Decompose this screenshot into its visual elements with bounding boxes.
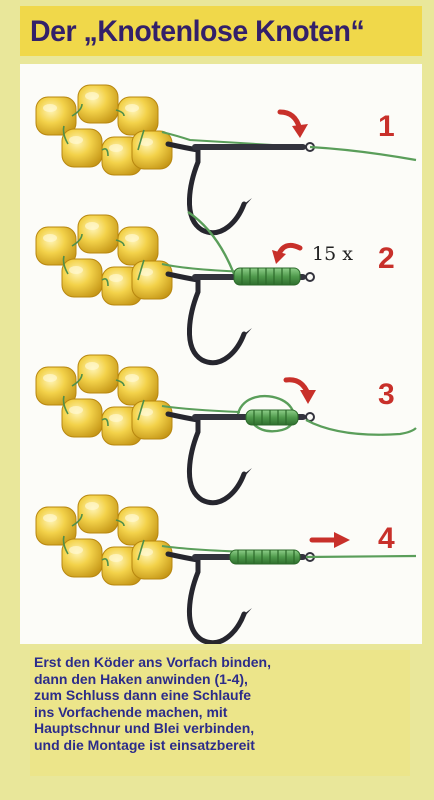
title: Der „Knotenlose Knoten“ [30,10,401,54]
bait-cluster [36,495,172,585]
hook [168,413,314,503]
caption-line: zum Schluss dann eine Schlaufe [34,687,410,704]
line-wraps [230,550,300,564]
hook [168,143,314,233]
step-1: 1 [36,85,416,233]
step-number: 2 [378,242,395,275]
arrowhead-icon [300,390,316,404]
caption-line: ins Vorfachende machen, mit [34,704,410,721]
step-number: 1 [378,110,395,143]
step-3: 3 [36,355,416,503]
wrap-count: 15 x [312,243,353,265]
bait-cluster [36,215,172,305]
knot-steps-illustration: 1 15 x 2 3 [20,64,422,644]
caption-line: und die Montage ist einsatzbereit [34,737,410,754]
step-4: 4 [36,495,416,643]
arrowhead-icon [272,250,286,264]
hair-rig-line [162,406,240,412]
caption-line: dann den Haken anwinden (1-4), [34,671,410,688]
leader-line [306,556,416,557]
hook [168,553,314,643]
instructions-caption: Erst den Köder ans Vorfach binden, dann … [34,654,410,753]
leader-line [310,147,416,160]
leader-line [306,420,416,435]
arrowhead-icon [292,124,308,138]
bait-cluster [36,85,172,175]
bait-cluster [36,355,172,445]
caption-line: Erst den Köder ans Vorfach binden, [34,654,410,671]
hook [168,273,314,363]
step-number: 4 [378,522,395,555]
step-number: 3 [378,378,395,411]
caption-line: Hauptschnur und Blei verbinden, [34,720,410,737]
arrowhead-icon [334,532,350,548]
